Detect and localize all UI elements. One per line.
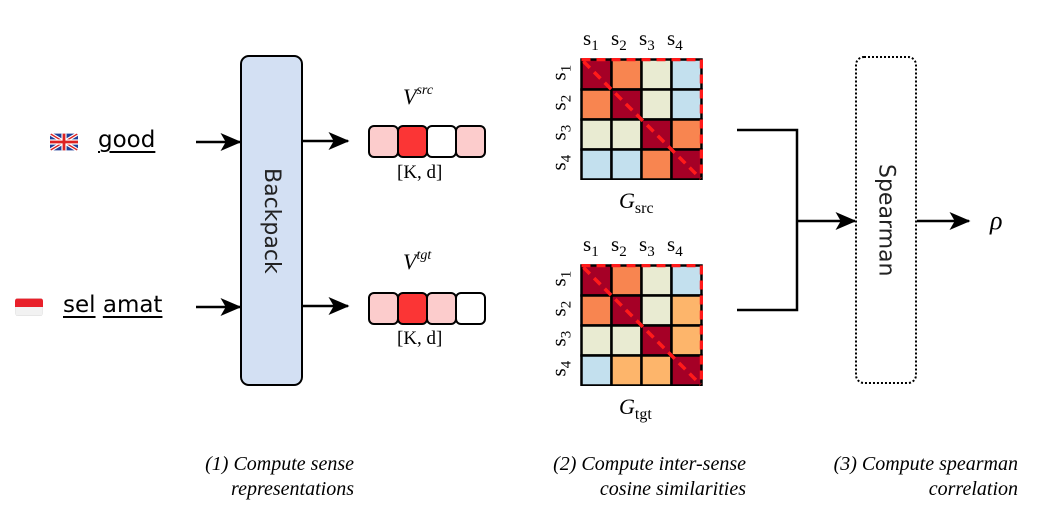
matrix-cell xyxy=(580,354,613,387)
token-good: good xyxy=(98,127,156,153)
matrix-cell xyxy=(610,58,643,91)
indonesia-flag-icon xyxy=(14,298,44,321)
sense-label: s1 xyxy=(546,271,575,287)
caption-step1-line2: representations xyxy=(231,478,354,500)
gtgt-matrix xyxy=(580,263,704,387)
gtgt-col-labels: s1 s2 s3 s4 xyxy=(583,232,708,261)
matrix-cell xyxy=(580,148,613,181)
gsrc-matrix xyxy=(580,57,704,181)
vtgt-label: Vtgt xyxy=(403,247,432,275)
matrix-cell xyxy=(670,324,703,357)
matrix-cell xyxy=(670,118,703,151)
sense-label: s3 xyxy=(639,26,655,55)
matrix-cell xyxy=(610,264,643,297)
backpack-label: Backpack xyxy=(259,167,284,274)
vtgt-cell xyxy=(455,292,486,325)
matrix-cell xyxy=(580,324,613,357)
sense-label: s4 xyxy=(667,232,683,261)
matrix-cell xyxy=(670,294,703,327)
token-sel: sel xyxy=(63,292,96,318)
vsrc-cell xyxy=(426,125,457,158)
matrix-cell xyxy=(640,264,673,297)
vtgt-cell xyxy=(426,292,457,325)
vtgt-cell xyxy=(368,292,399,325)
matrix-cell xyxy=(610,148,643,181)
caption-step1-line1: (1) Compute sense xyxy=(205,453,354,475)
vsrc-cell xyxy=(455,125,486,158)
matrix-cell xyxy=(580,294,613,327)
input-word-good: good xyxy=(98,127,155,153)
matrix-cell xyxy=(640,88,673,121)
vtgt-symbol: V xyxy=(403,249,417,274)
sense-label: s2 xyxy=(611,26,627,55)
vtgt-dims: [K, d] xyxy=(397,328,443,349)
gsrc-col-labels: s1 s2 s3 s4 xyxy=(583,26,708,55)
matrix-cell xyxy=(580,88,613,121)
sense-label: s3 xyxy=(546,125,575,141)
gsrc-label: Gsrc xyxy=(619,188,654,217)
matrix-cell xyxy=(580,118,613,151)
sense-label: s2 xyxy=(611,232,627,261)
vsrc-superscript: src xyxy=(416,82,434,98)
matrix-cell xyxy=(670,88,703,121)
matrix-cell xyxy=(670,354,703,387)
matrix-cell xyxy=(640,58,673,91)
rho-output: ρ xyxy=(990,206,1003,235)
vsrc-cell xyxy=(368,125,399,158)
vsrc-symbol: V xyxy=(403,84,417,109)
matrix-cell xyxy=(640,354,673,387)
merge-bracket xyxy=(737,128,799,312)
matrix-cell xyxy=(640,118,673,151)
sense-label: s3 xyxy=(546,331,575,347)
matrix-cell xyxy=(610,354,643,387)
matrix-cell xyxy=(610,324,643,357)
caption-step3-line1: (3) Compute spearman xyxy=(833,453,1018,475)
gsrc-subscript: src xyxy=(634,200,654,217)
gsrc-row-labels: s1 s2 s3 s4 xyxy=(546,58,575,180)
sense-label: s1 xyxy=(583,232,599,261)
vsrc-vector xyxy=(368,125,486,158)
vtgt-superscript: tgt xyxy=(416,247,432,263)
gtgt-subscript: tgt xyxy=(634,406,652,423)
vsrc-dims: [K, d] xyxy=(397,162,443,183)
caption-step2-line1: (2) Compute inter-sense xyxy=(553,453,746,475)
vtgt-cell xyxy=(397,292,428,325)
matrix-cell xyxy=(640,294,673,327)
input-word-selamat: sel amat xyxy=(63,292,162,318)
sense-label: s4 xyxy=(546,361,575,377)
sense-label: s1 xyxy=(583,26,599,55)
caption-step2: (2) Compute inter-sense cosine similarit… xyxy=(480,452,746,502)
vtgt-vector xyxy=(368,292,486,325)
matrix-cell xyxy=(640,324,673,357)
diagonal-dash-line xyxy=(582,266,702,386)
caption-step2-line2: cosine similarities xyxy=(599,478,746,500)
token-amat: amat xyxy=(102,292,163,318)
uk-flag-icon xyxy=(49,131,79,156)
vsrc-label: Vsrc xyxy=(403,82,434,110)
matrix-cell xyxy=(610,118,643,151)
spearman-label: Spearman xyxy=(873,163,899,277)
gtgt-label: Gtgt xyxy=(619,394,652,423)
sense-label: s2 xyxy=(546,301,575,317)
vsrc-cell xyxy=(397,125,428,158)
caption-step3: (3) Compute spearman correlation xyxy=(760,452,1018,502)
caption-step3-line2: correlation xyxy=(928,478,1018,500)
gtgt-row-labels: s1 s2 s3 s4 xyxy=(546,264,575,386)
backpack-model-box: Backpack xyxy=(240,55,303,386)
matrix-cell xyxy=(640,148,673,181)
gsrc-symbol: G xyxy=(619,188,635,213)
matrix-cell xyxy=(670,264,703,297)
matrix-cell xyxy=(670,58,703,91)
sense-label: s1 xyxy=(546,65,575,81)
gtgt-symbol: G xyxy=(619,394,635,419)
sense-label: s2 xyxy=(546,95,575,111)
caption-step1: (1) Compute sense representations xyxy=(150,452,354,502)
spearman-box: Spearman xyxy=(855,56,917,384)
diagonal-dash-line xyxy=(582,60,702,180)
matrix-cell xyxy=(670,148,703,181)
sense-label: s4 xyxy=(546,155,575,171)
sense-label: s4 xyxy=(667,26,683,55)
sense-label: s3 xyxy=(639,232,655,261)
